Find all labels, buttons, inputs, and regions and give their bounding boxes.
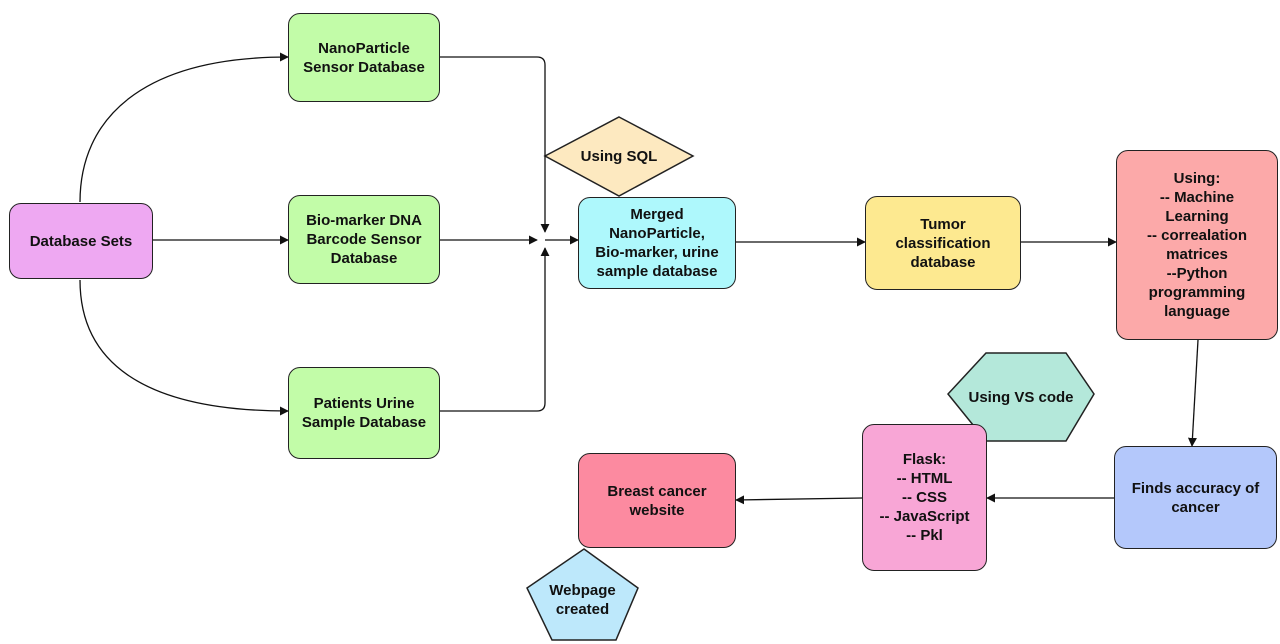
using-sql-label-text-line: Using SQL <box>580 148 658 165</box>
biomarker-dna-barcode-database-node-text-line: Bio-marker DNA <box>306 212 422 229</box>
using-sql-label: Using SQL <box>545 117 693 196</box>
merged-database-node-text-line: NanoParticle, <box>609 225 705 242</box>
merged-database-node-text-line: Bio-marker, urine <box>595 244 719 261</box>
flask-node-text-line: -- JavaScript <box>879 508 970 525</box>
connector-urine-to-junction <box>440 247 550 412</box>
using-machine-learning-node-text-line: language <box>1164 303 1230 320</box>
connector-sets-to-nanoparticle <box>79 52 289 203</box>
biomarker-dna-barcode-database-node-text-line: Database <box>330 250 398 267</box>
database-sets-node[interactable]: Database Sets <box>9 203 153 279</box>
flask-node-text-line: Flask: <box>902 451 947 468</box>
webpage-created-label: Webpage created <box>527 560 638 640</box>
using-vscode-label: Using VS code <box>948 353 1094 441</box>
tumor-classification-database-node-text-line: classification <box>895 234 991 252</box>
finds-accuracy-of-cancer-node-text-line: Finds accuracy of <box>1131 479 1260 497</box>
merged-database-node-text-line: sample database <box>596 263 718 280</box>
webpage-created-label-text-line: created <box>555 601 610 618</box>
using-machine-learning-node-text-line: --Python <box>1166 265 1228 282</box>
connector-sets-to-urine <box>79 279 289 416</box>
using-vscode-hexagon <box>947 352 1095 442</box>
using-vscode-label-text-line: Using VS code <box>968 388 1074 406</box>
finds-accuracy-of-cancer-node-text-line: cancer <box>1171 498 1220 516</box>
using-machine-learning-node-text-line: Learning <box>1165 208 1229 225</box>
connector-nanoparticle-to-junction <box>440 56 550 233</box>
breast-cancer-website-node-text-line: website <box>629 501 685 519</box>
merged-database-node-text-line: Merged <box>630 206 684 223</box>
connector-ml-to-accuracy <box>1187 339 1199 447</box>
flask-node-text-line: -- HTML <box>896 470 953 487</box>
breast-cancer-website-node-text-line: Breast cancer <box>607 482 707 500</box>
flask-node-text-line: -- CSS <box>902 489 947 506</box>
biomarker-dna-barcode-database-node-text-line: Barcode Sensor <box>306 231 422 248</box>
using-machine-learning-node-text-line: Using: <box>1173 170 1221 187</box>
webpage-created-label-text-line: Webpage <box>549 582 616 599</box>
database-sets-node-text-line: Database Sets <box>29 232 133 250</box>
patients-urine-sample-database-node-text-line: Patients Urine <box>313 395 415 412</box>
flask-node[interactable]: Flask: -- HTML -- CSS -- JavaScript -- Pkl <box>862 424 987 571</box>
using-machine-learning-node-text-line: matrices <box>1166 246 1228 263</box>
using-sql-diamond <box>543 116 695 197</box>
nanoparticle-sensor-database-node-text-line: NanoParticle <box>318 39 410 57</box>
nanoparticle-sensor-database-node-text-line: Sensor Database <box>303 58 425 76</box>
using-machine-learning-node-text-line: -- Machine <box>1159 189 1235 206</box>
connector-flask-to-website <box>735 495 863 505</box>
webpage-created-pentagon <box>526 548 639 641</box>
using-machine-learning-node-text-line: programming <box>1148 284 1246 301</box>
tumor-classification-database-node-text-line: database <box>910 253 976 271</box>
tumor-classification-database-node-text-line: Tumor <box>920 215 966 233</box>
patients-urine-sample-database-node-text-line: Sample Database <box>301 414 427 431</box>
flask-node-text-line: -- Pkl <box>906 527 943 544</box>
using-machine-learning-node-text-line: -- correalation <box>1146 227 1248 244</box>
